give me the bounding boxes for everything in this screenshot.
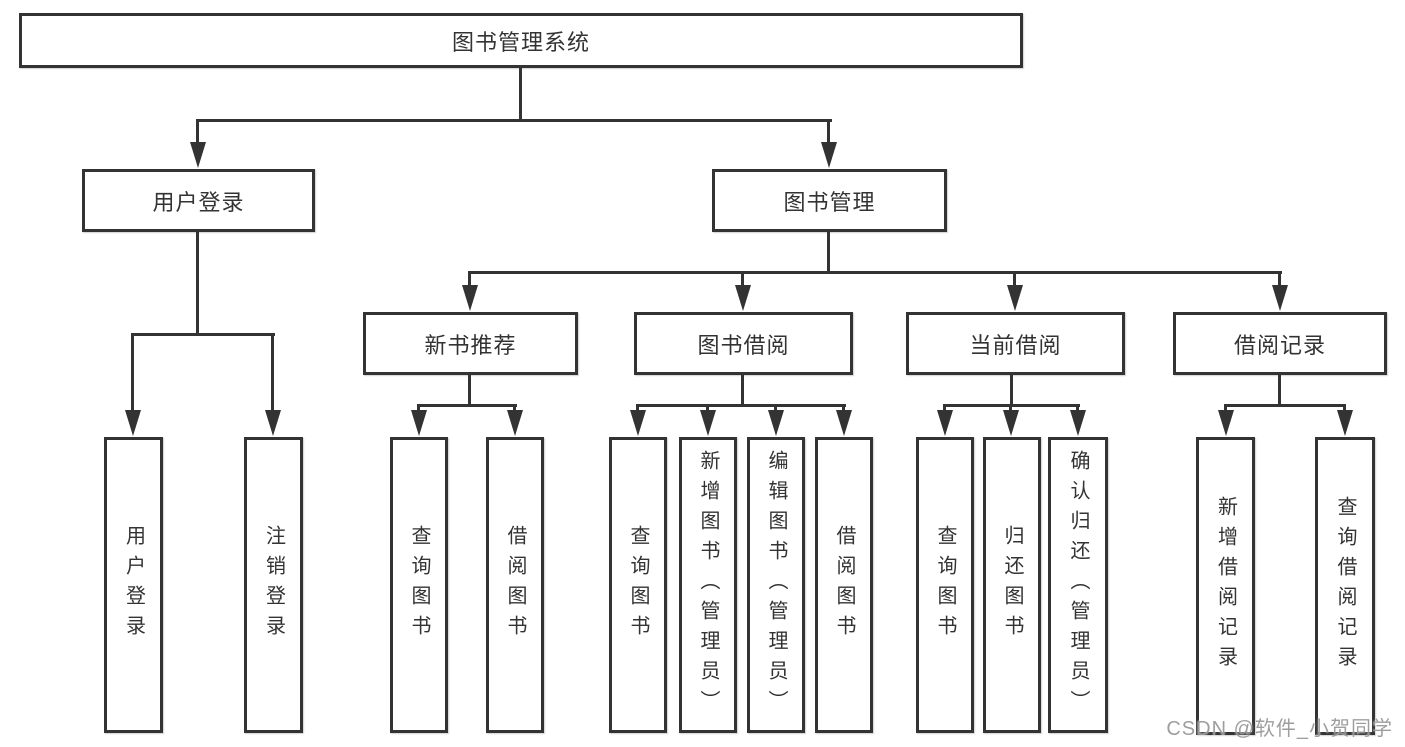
- connector-line: [1343, 404, 1346, 412]
- arrow-down-icon: [1337, 410, 1353, 436]
- leaf-current-return-book: 归还图书: [983, 437, 1041, 733]
- node-label: 归还图书: [1001, 525, 1023, 645]
- arrow-down-icon: [937, 410, 953, 436]
- node-label: 新书推荐: [424, 332, 517, 358]
- arrow-down-icon: [125, 410, 141, 436]
- connector-line: [827, 232, 830, 274]
- arrow-down-icon: [1070, 410, 1086, 436]
- arrow-down-icon: [1272, 285, 1288, 311]
- connector-line: [271, 333, 274, 412]
- arrow-down-icon: [462, 285, 478, 311]
- connector-line: [943, 404, 946, 412]
- leaf-borrowing-edit-book-admin: 编辑图书（管理员）: [747, 437, 805, 733]
- node-borrowing-records: 借阅记录: [1173, 312, 1387, 375]
- node-current-borrowing: 当前借阅: [906, 312, 1125, 375]
- connector-line: [1224, 404, 1227, 412]
- connector-line: [417, 404, 420, 412]
- connector-line: [131, 333, 275, 336]
- node-label: 注销登录: [262, 525, 285, 645]
- leaf-current-confirm-return-admin: 确认归还（管理员）: [1048, 437, 1108, 733]
- node-label: 编辑图书（管理员）: [765, 450, 787, 720]
- leaf-borrowing-query-books: 查询图书: [609, 437, 667, 733]
- connector-line: [468, 375, 471, 407]
- csdn-watermark: CSDN @软件_小贺同学: [1166, 718, 1393, 740]
- leaf-logout: 注销登录: [244, 437, 303, 733]
- node-new-book-recommend: 新书推荐: [363, 312, 578, 375]
- arrow-down-icon: [700, 410, 716, 436]
- node-label: 查询图书: [408, 525, 430, 645]
- connector-line: [417, 404, 517, 407]
- arrow-down-icon: [190, 142, 206, 168]
- connector-line: [1278, 375, 1281, 407]
- arrow-down-icon: [507, 410, 523, 436]
- connector-line: [196, 232, 199, 336]
- connector-line: [1010, 375, 1013, 407]
- connector-line: [636, 404, 846, 407]
- leaf-borrowing-borrow-books: 借阅图书: [815, 437, 873, 733]
- arrow-down-icon: [768, 410, 784, 436]
- connector-line: [1013, 271, 1016, 287]
- node-label: 确认归还（管理员）: [1067, 450, 1089, 720]
- connector-line: [468, 271, 1282, 274]
- arrow-down-icon: [411, 410, 427, 436]
- connector-line: [706, 404, 709, 412]
- arrow-down-icon: [1003, 410, 1019, 436]
- connector-line: [196, 119, 199, 144]
- leaf-newrec-query-books: 查询图书: [390, 437, 448, 733]
- node-library-management-system: 图书管理系统: [19, 13, 1023, 68]
- leaf-newrec-borrow-books: 借阅图书: [486, 437, 544, 733]
- node-label: 新增图书（管理员）: [697, 450, 719, 720]
- node-label: 借阅记录: [1233, 332, 1326, 358]
- connector-line: [1076, 404, 1079, 412]
- arrow-down-icon: [836, 410, 852, 436]
- leaf-records-query-borrow-record: 查询借阅记录: [1315, 437, 1375, 735]
- connector-line: [519, 68, 522, 121]
- leaf-user-login: 用户登录: [104, 437, 163, 733]
- node-label: 用户登录: [122, 525, 145, 645]
- arrow-down-icon: [1218, 410, 1234, 436]
- connector-line: [131, 333, 134, 412]
- node-user-login: 用户登录: [82, 169, 315, 232]
- node-label: 借阅图书: [833, 525, 855, 645]
- node-book-borrowing: 图书借阅: [634, 312, 853, 375]
- connector-line: [468, 271, 471, 287]
- connector-line: [774, 404, 777, 412]
- arrow-down-icon: [630, 410, 646, 436]
- arrow-down-icon: [265, 410, 281, 436]
- node-label: 用户登录: [152, 189, 245, 215]
- node-label: 图书借阅: [697, 332, 790, 358]
- arrow-down-icon: [821, 142, 837, 168]
- connector-line: [1224, 404, 1346, 407]
- node-book-management: 图书管理: [712, 169, 947, 232]
- node-label: 借阅图书: [504, 525, 526, 645]
- connector-line: [1009, 404, 1012, 412]
- leaf-records-add-borrow-record: 新增借阅记录: [1196, 437, 1255, 735]
- node-label: 图书管理: [783, 189, 876, 215]
- leaf-borrowing-add-book-admin: 新增图书（管理员）: [679, 437, 737, 733]
- arrow-down-icon: [735, 285, 751, 311]
- connector-line: [827, 119, 830, 144]
- node-label: 图书管理系统: [451, 29, 590, 55]
- node-label: 新增借阅记录: [1214, 496, 1237, 676]
- leaf-current-query-books: 查询图书: [916, 437, 974, 733]
- node-label: 查询图书: [627, 525, 649, 645]
- connector-line: [513, 404, 516, 412]
- node-label: 查询图书: [934, 525, 956, 645]
- connector-line: [842, 404, 845, 412]
- arrow-down-icon: [1007, 285, 1023, 311]
- connector-line: [636, 404, 639, 412]
- connector-line: [196, 119, 832, 122]
- connector-line: [741, 375, 744, 407]
- node-label: 当前借阅: [969, 332, 1062, 358]
- connector-line: [1278, 271, 1281, 287]
- connector-line: [741, 271, 744, 287]
- node-label: 查询借阅记录: [1334, 496, 1356, 676]
